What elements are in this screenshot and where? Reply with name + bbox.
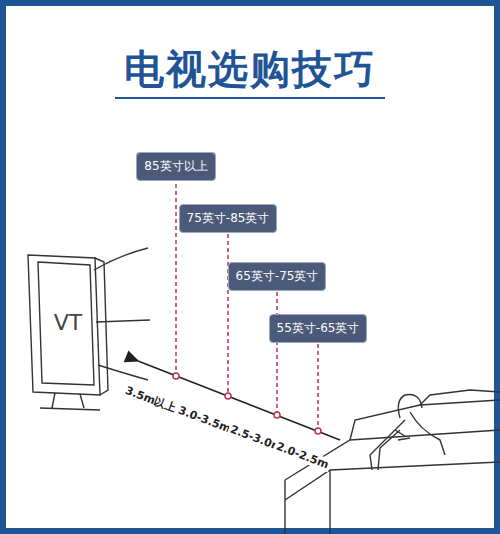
size-text: 75英寸-85英寸 (187, 210, 270, 227)
size-text: 65英寸-75英寸 (236, 268, 319, 285)
distance-label: 3.0-3.5m (174, 402, 234, 435)
size-callout-box: 55英寸-65英寸 (269, 314, 368, 343)
title-underline (115, 97, 385, 99)
tv-screen-text: VT (54, 310, 83, 335)
distance-label: 3.5m以上 (121, 382, 180, 416)
size-callout-box: 75英寸-85英寸 (179, 204, 278, 233)
size-text: 85英寸以上 (144, 158, 207, 175)
size-callout-box: 85英寸以上 (136, 152, 215, 181)
size-callout-box: 65英寸-75英寸 (228, 262, 327, 291)
page-frame (3, 3, 497, 531)
distance-points (173, 373, 321, 434)
size-text: 55英寸-65英寸 (277, 320, 360, 337)
leader-lines (176, 184, 318, 428)
page-title: 电视选购技巧 (124, 42, 376, 97)
